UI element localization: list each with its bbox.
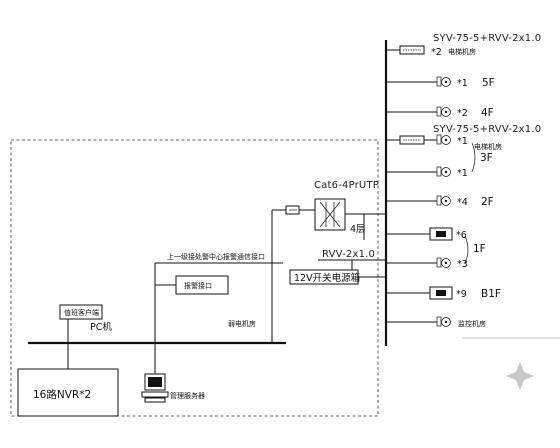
cable-label-mid: SYV-75-5+RVV-2x1.0 <box>433 124 541 135</box>
power-supply-box: 12V开关电源箱 <box>289 269 360 285</box>
corner-mark <box>506 362 534 390</box>
floor-label-2f: 2F <box>481 196 494 208</box>
bullet-camera-icon <box>399 135 425 145</box>
cam-count: *1 <box>457 168 468 179</box>
cam-count: *3 <box>457 259 468 270</box>
switch-label: 4层 <box>350 224 366 235</box>
floor-label-4f: 4F <box>481 107 494 119</box>
alarm-interface-label: 报警接口 <box>184 281 212 290</box>
box-camera-icon <box>429 286 453 300</box>
computer-icon <box>141 373 169 403</box>
cam-count: *6 <box>456 230 467 241</box>
cam-count: *1 <box>457 136 468 147</box>
weak-room-label: 弱电机房 <box>228 319 256 328</box>
alarm-interface-box: 报警接口 <box>175 275 229 295</box>
dome-camera-icon <box>436 257 451 268</box>
cam-count: *9 <box>456 289 467 300</box>
branch-elevator-mid: *1 电梯机房 <box>386 134 502 151</box>
rvv-label: RVV-2x1.0 <box>322 249 375 260</box>
box-camera-icon <box>429 227 453 241</box>
nvr-label: 16路NVR*2 <box>33 388 91 401</box>
dome-camera-icon <box>436 106 451 117</box>
branch-1f-a: *6 <box>386 227 467 241</box>
cam-count: *1 <box>457 78 468 89</box>
client-label: 值班客户端 <box>64 308 99 317</box>
branch-4f: *2 4F <box>386 106 494 119</box>
floor-bracket-1f <box>464 235 469 264</box>
floor-bracket-3f <box>471 142 476 173</box>
floor-label-b1f: B1F <box>481 288 501 300</box>
weak-room-boundary <box>10 139 379 417</box>
dome-camera-icon <box>436 134 451 145</box>
nvr-box: 16路NVR*2 <box>17 368 119 417</box>
floor-label-1f: 1F <box>473 243 486 255</box>
branch-2f: *4 2F <box>386 195 494 208</box>
branch-1f-b: *3 1F <box>386 235 486 270</box>
client-box: 值班客户端 <box>59 304 103 320</box>
branch-elevator-top: *2 电梯机房 <box>386 45 476 58</box>
floor-label-5f: 5F <box>482 77 495 89</box>
cat6-label: Cat6-4PrUTP <box>314 180 379 191</box>
cam-count: *4 <box>457 197 468 208</box>
branch-monitor-room: 监控机房 <box>386 316 486 328</box>
bullet-camera-icon <box>399 45 425 55</box>
power-supply-label: 12V开关电源箱 <box>294 272 360 284</box>
cam-count: *2 <box>457 108 468 119</box>
network-switch <box>314 198 346 231</box>
elevator-room-label: 电梯机房 <box>448 47 476 56</box>
cat6-link <box>271 205 315 343</box>
server-label: 管理服务器 <box>170 391 205 400</box>
branch-5f: *1 5F <box>386 76 495 89</box>
cam-count: *2 <box>431 47 442 58</box>
dome-camera-icon <box>436 76 451 87</box>
cable-label-top: SYV-75-5+RVV-2x1.0 <box>433 33 541 44</box>
branch-b1f: *9 B1F <box>386 286 501 300</box>
dome-camera-icon <box>436 316 451 327</box>
pc-label: PC机 <box>90 321 112 333</box>
dome-camera-icon <box>436 166 451 177</box>
floor-label-3f: 3F <box>480 152 493 164</box>
dome-camera-icon <box>436 195 451 206</box>
elevator-room-label: 电梯机房 <box>474 142 502 151</box>
branch-3f: *1 3F <box>386 142 493 179</box>
monitor-room-label: 监控机房 <box>458 319 486 328</box>
alarm-center-note: 上一级接处警中心报警通信接口 <box>167 252 265 261</box>
